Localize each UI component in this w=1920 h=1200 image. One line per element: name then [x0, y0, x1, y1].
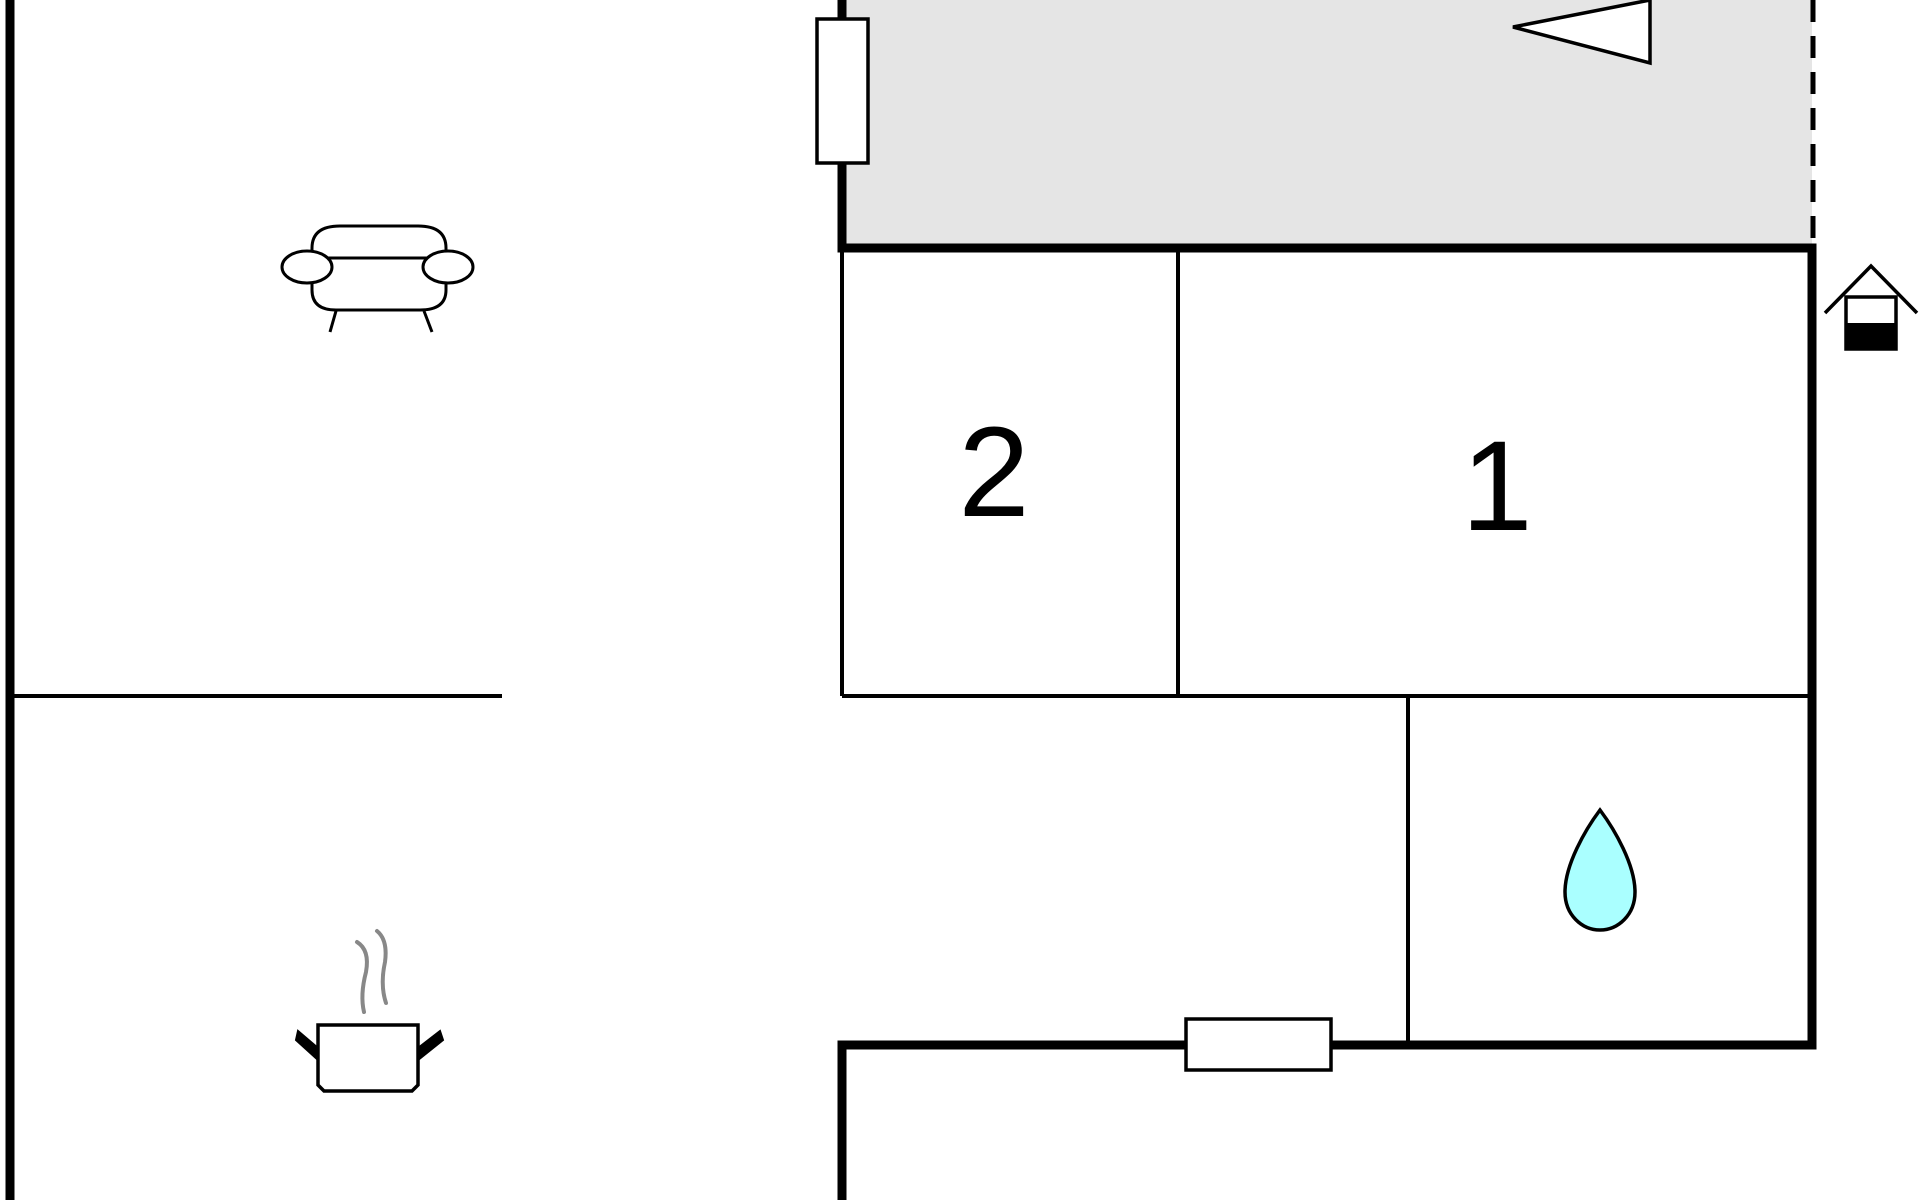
room-number-1: 1 — [1461, 415, 1532, 558]
window-hall — [1184, 1017, 1333, 1072]
exterior-walls — [5, 0, 1817, 1200]
interior-walls — [10, 248, 1812, 1045]
window-terrace — [815, 17, 870, 165]
house-entrance-icon — [1823, 263, 1919, 351]
cooking-pot-icon — [294, 929, 445, 1093]
terrace — [842, 0, 1816, 248]
water-drop-icon — [1563, 807, 1637, 932]
terrace-area — [842, 0, 1812, 248]
sofa-icon — [280, 224, 475, 333]
view-direction-icon — [1512, 0, 1652, 66]
room-number-2: 2 — [958, 401, 1029, 544]
